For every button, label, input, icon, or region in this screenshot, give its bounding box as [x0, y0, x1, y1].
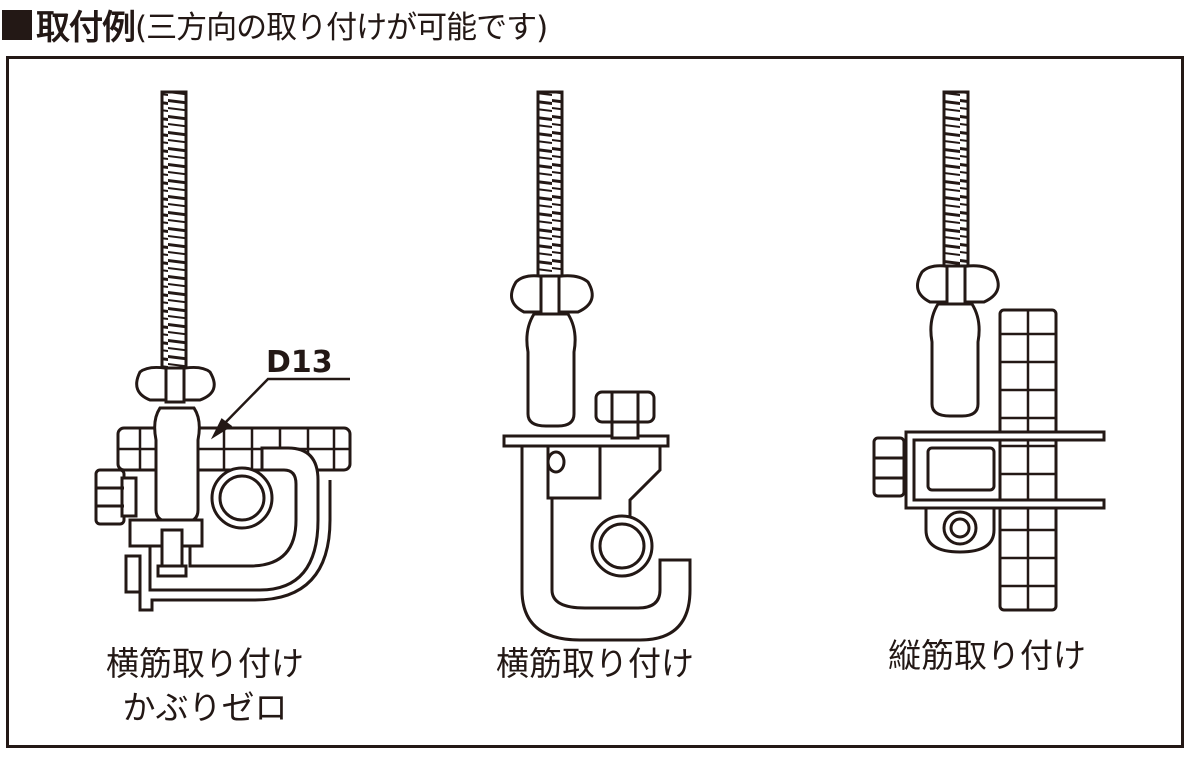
title-sub: (三方向の取り付けが可能です): [135, 9, 548, 46]
vertical-rebar: [160, 90, 188, 386]
rubber-sleeve: [929, 302, 981, 418]
clamp-body: [520, 444, 692, 642]
caption-figure-1: 横筋取り付け かぶりゼロ: [70, 642, 340, 730]
caption-figure-2-line1: 横筋取り付け: [496, 644, 694, 683]
callout-d13: D13: [266, 345, 333, 380]
vertical-rebar: [536, 90, 564, 294]
caption-figure-1-line2: かぶりゼロ: [122, 688, 288, 727]
rubber-sleeve: [153, 406, 201, 524]
caption-figure-1-line1: 横筋取り付け: [106, 644, 304, 683]
side-nut: [872, 436, 906, 498]
hex-bolt: [594, 390, 656, 424]
figure-3-drawing: [872, 90, 1106, 612]
caption-figure-3-line1: 縦筋取り付け: [888, 636, 1086, 675]
figure-frame: [6, 56, 1184, 748]
bottom-bolt: [160, 528, 184, 568]
title-main: 取付例: [36, 7, 136, 48]
page-title: 取付例 (三方向の取り付けが可能です): [2, 0, 548, 48]
side-nut: [94, 468, 126, 526]
figure-2-drawing: [502, 90, 692, 642]
title-square-icon: [2, 10, 32, 40]
caption-figure-2: 横筋取り付け: [460, 642, 730, 686]
callout-leader: [210, 377, 350, 440]
rubber-sleeve: [525, 312, 577, 428]
figure-1-drawing: [94, 90, 352, 612]
caption-figure-3: 縦筋取り付け: [852, 634, 1122, 678]
vertical-rebar: [942, 90, 970, 284]
